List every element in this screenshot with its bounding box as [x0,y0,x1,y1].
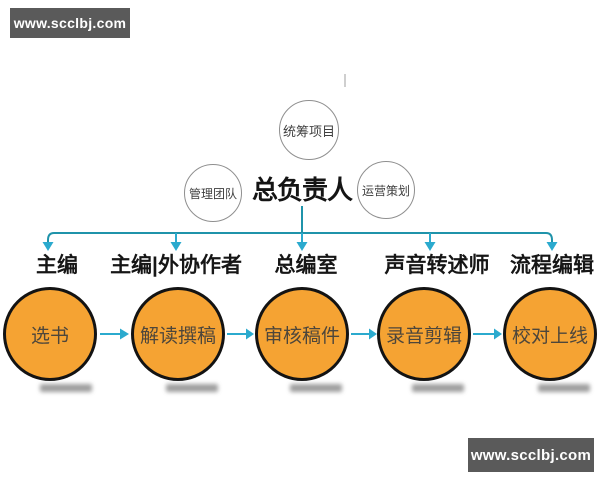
circle-shadow [538,384,590,392]
bubble-management-team: 管理团队 [184,164,242,222]
step-circle-select-books: 选书 [3,287,97,381]
right-arrow-icon [369,328,377,340]
trunk-horizontal-line [47,232,553,244]
step-label: 校对上线 [511,325,588,347]
role-label-chief-editor: 主编 [36,254,78,277]
role-label-process-editor: 流程编辑 [510,254,594,277]
page-title: 总负责人 [251,174,353,205]
right-arrow-icon [246,328,254,340]
watermark-top-left: www.scclbj.com [10,8,130,38]
step-label: 解读撰稿 [139,325,216,347]
circle-shadow [412,384,464,392]
step-circle-review-manuscript: 审核稿件 [255,287,349,381]
step-label: 审核稿件 [263,325,340,347]
bubble-label: 管理团队 [188,186,237,201]
circle-shadow [40,384,92,392]
bubble-coordinate-project: 统筹项目 [279,100,339,160]
watermark-bottom-right: www.scclbj.com [468,438,594,472]
role-label-external-collaborator: 主编|外协作者 [110,254,242,277]
step-circle-record-edit: 录音剪辑 [377,287,471,381]
circle-shadow [290,384,342,392]
role-label-voice-narrator: 声音转述师 [384,254,490,277]
artifact-tick [344,74,346,87]
step-label: 选书 [30,325,69,347]
bubble-operations-planning: 运营策划 [357,161,415,219]
bubble-label: 统筹项目 [282,123,335,139]
right-arrow-icon [120,328,129,340]
step-circle-interpret-write: 解读撰稿 [131,287,225,381]
step-label: 录音剪辑 [385,325,462,347]
circle-shadow [166,384,218,392]
bubble-label: 运营策划 [361,183,410,198]
step-circle-proofread-launch: 校对上线 [503,287,597,381]
role-label-editorial-office: 总编室 [274,254,338,277]
right-arrow-icon [494,328,502,340]
